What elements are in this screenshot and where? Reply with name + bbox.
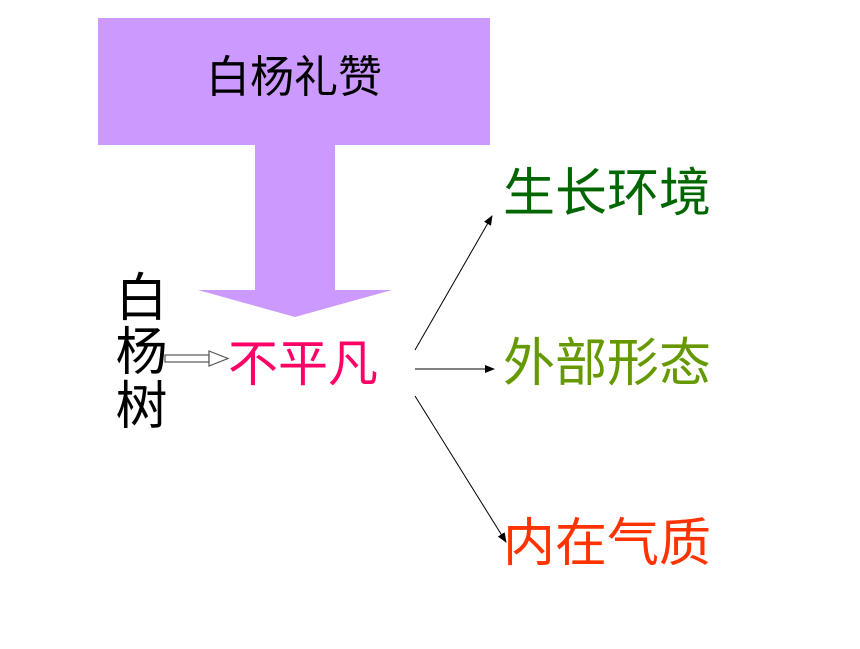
title-arrow-shape [98, 18, 490, 317]
branch-label-outer-form: 外部形态 [503, 334, 712, 394]
connector-line-3 [414, 395, 507, 543]
branch-label-growth-environment: 生长环境 [503, 164, 712, 224]
branch-label-inner-quality: 内在气质 [503, 514, 712, 574]
title-label: 白杨礼赞 [206, 52, 382, 103]
connector-line-1 [414, 215, 493, 351]
subject-to-center-arrow [164, 350, 230, 367]
center-label: 不平凡 [228, 335, 378, 393]
subject-label: 白杨树 [106, 270, 166, 432]
